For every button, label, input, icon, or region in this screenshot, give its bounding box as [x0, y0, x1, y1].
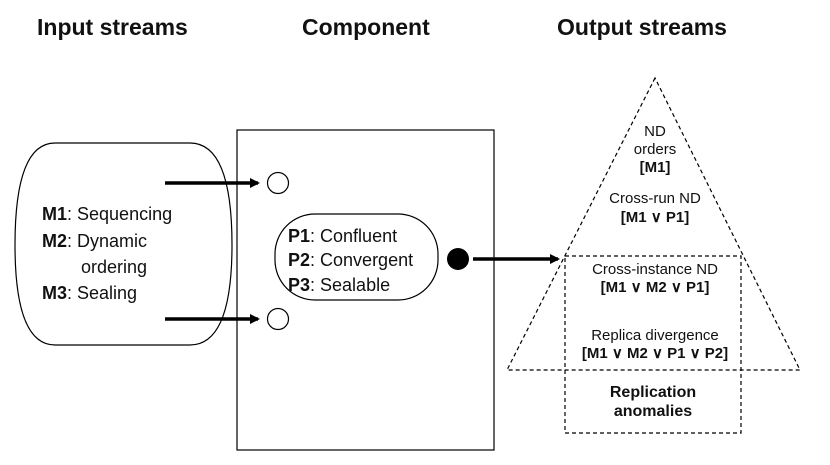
nd-orders-line2: orders: [633, 141, 677, 158]
input-port-bottom: [266, 307, 290, 331]
heading-output-streams: Output streams: [557, 14, 727, 40]
nd-orders-line1: ND: [644, 123, 666, 140]
property-p1: P1: Confluent: [288, 226, 398, 246]
cross-instance-condition: [M1 ∨ M2 ∨ P1]: [600, 279, 710, 296]
input-label-m1: M1: Sequencing: [42, 204, 173, 224]
nd-orders-condition: [M1]: [639, 159, 671, 176]
property-p2: P2: Convergent: [288, 250, 414, 270]
replica-divergence-condition: [M1 ∨ M2 ∨ P1 ∨ P2]: [581, 345, 729, 362]
input-port-top: [266, 171, 290, 195]
output-port: [447, 248, 469, 270]
input-label-m2: M2: Dynamic: [42, 231, 148, 251]
output-triangle: [506, 76, 801, 371]
cross-run-label: Cross-run ND: [609, 190, 701, 207]
cross-run-condition: [M1 ∨ P1]: [620, 209, 690, 226]
cross-instance-label: Cross-instance ND: [592, 261, 718, 278]
heading-component: Component: [302, 14, 430, 40]
replication-anomalies-line1: Replication: [609, 384, 697, 401]
property-p3: P3: Sealable: [288, 275, 391, 295]
input-streams-container: [14, 142, 233, 346]
replication-anomalies-region: [564, 255, 742, 434]
replica-divergence-label: Replica divergence: [591, 327, 719, 344]
input-label-m3: M3: Sealing: [42, 283, 138, 303]
replication-anomalies-line2: anomalies: [613, 403, 693, 420]
input-label-m2-continued: ordering: [81, 257, 148, 277]
properties-box: [274, 213, 439, 301]
heading-input-streams: Input streams: [37, 14, 188, 40]
